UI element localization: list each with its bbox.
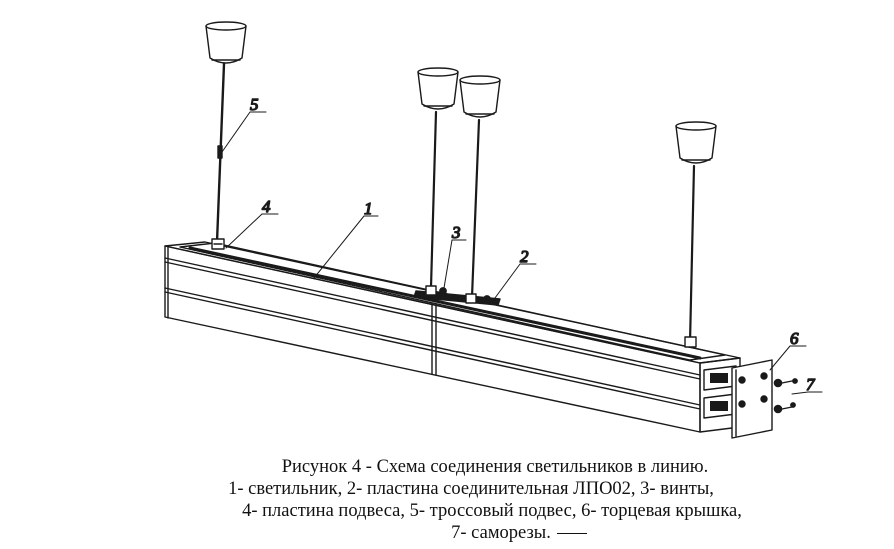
- caption-tail-mark: [556, 533, 587, 535]
- callout-1: 1: [364, 199, 373, 218]
- callout-3: 3: [451, 223, 461, 242]
- figure-caption: Рисунок 4 - Схема соединения светильнико…: [0, 456, 894, 544]
- cable-suspension-3: [470, 118, 481, 299]
- luminaire-body: [164, 241, 741, 433]
- callout-5: 5: [250, 95, 259, 114]
- caption-line-3-text: 7- саморезы.: [451, 523, 551, 543]
- cable-suspension-1: [215, 62, 226, 244]
- ceiling-canopy-1: [205, 21, 247, 64]
- callout-6: 6: [790, 329, 799, 348]
- callout-4: 4: [262, 197, 271, 216]
- ceiling-canopy-4: [675, 121, 717, 164]
- callout-7: 7: [806, 375, 816, 394]
- connecting-plate: [413, 285, 501, 306]
- caption-title: Рисунок 4 - Схема соединения светильнико…: [281, 457, 709, 477]
- end-cap: [731, 359, 773, 439]
- screws-3: [439, 287, 491, 303]
- ceiling-canopy-3: [459, 75, 501, 118]
- suspension-plate-left: [211, 238, 225, 250]
- cable-suspension-4: [688, 164, 696, 345]
- ceiling-canopy-2: [417, 67, 459, 110]
- caption-line-2: 4- пластина подвеса, 5- троссовый подвес…: [242, 501, 742, 521]
- self-tapping-screws: [773, 378, 798, 414]
- caption-line-3: 7- саморезы.: [0, 522, 894, 544]
- leader-lines: [221, 111, 823, 395]
- caption-line-1: 1- светильник, 2- пластина соединительна…: [228, 479, 714, 499]
- cable-suspension-2: [429, 110, 438, 289]
- suspension-plate-right: [684, 336, 697, 348]
- callout-2: 2: [520, 247, 529, 266]
